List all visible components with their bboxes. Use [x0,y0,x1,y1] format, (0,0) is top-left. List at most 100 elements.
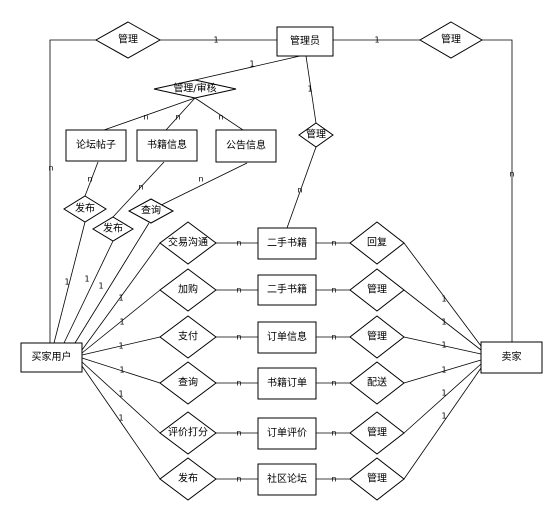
relationship-book-publish-label: 发布 [103,222,123,235]
relationship-seller-manage-book: 管理 [349,268,405,312]
relationship-post-publish-label: 发布 [75,202,95,215]
cardinality-one: 1 [441,341,446,350]
cardinality-labels: 1 1 1 1 n n n n n n n n n 1 1 1 1 1 1 1 … [48,36,514,484]
entity-seller-label: 卖家 [502,350,522,363]
cardinality-one: 1 [249,60,254,69]
entity-used-book-2-label: 二手书籍 [267,283,307,296]
relationship-seller-manage-review-label: 管理 [367,426,387,439]
relationship-buyer-rate: 评价打分 [159,411,217,455]
relationship-admin-buyer-manage: 管理 [94,21,162,59]
relationship-notice-query: 查询 [127,198,175,224]
entity-order-info-label: 订单信息 [267,330,307,343]
cardinality-many: n [138,183,143,192]
cardinality-many: n [236,475,241,484]
cardinality-many: n [297,186,302,195]
relationship-buyer-query-label: 查询 [178,376,198,389]
cardinality-many: n [236,379,241,388]
relationship-seller-manage-review: 管理 [349,411,405,455]
cardinality-many: n [331,429,336,438]
relationship-admin-review-label: 管理/审核 [173,82,216,95]
entity-order-info: 订单信息 [257,321,317,354]
relationship-buyer-cart: 加购 [159,268,217,312]
cardinality-many: n [175,113,180,122]
cardinality-one: 1 [98,282,103,291]
cardinality-one: 1 [119,366,124,375]
cardinality-one: 1 [118,414,123,423]
cardinality-one: 1 [118,390,123,399]
relationship-buyer-chat: 交易沟通 [159,221,217,265]
relationship-buyer-forum-post: 发布 [159,457,217,501]
entity-notice-info-label: 公告信息 [226,139,266,152]
cardinality-many: n [236,429,241,438]
cardinality-many: n [87,175,92,184]
relationship-seller-reply: 回复 [349,221,405,265]
entity-forum-post: 论坛帖子 [65,129,127,162]
cardinality-many: n [48,164,53,173]
cardinality-one: 1 [441,412,446,421]
cardinality-one: 1 [118,342,123,351]
relationship-notice-query-label: 查询 [141,204,161,217]
entity-seller: 卖家 [480,341,543,374]
cardinality-one: 1 [64,278,69,287]
relationship-buyer-query: 查询 [159,361,217,405]
cardinality-many: n [218,113,223,122]
cardinality-many: n [331,286,336,295]
entity-book-info: 书籍信息 [136,129,198,162]
entity-used-book-1-label: 二手书籍 [267,236,307,249]
entity-book-order: 书籍订单 [257,367,317,400]
relationship-admin-book-manage-label: 管理 [306,128,326,141]
relationship-admin-seller-manage-label: 管理 [441,33,461,46]
relationship-seller-ship: 配送 [349,361,405,405]
cardinality-one: 1 [441,295,446,304]
relationship-buyer-cart-label: 加购 [178,283,198,296]
entity-community-forum-label: 社区论坛 [267,472,307,485]
entity-order-review-label: 订单评价 [267,427,307,439]
cardinality-one: 1 [118,294,123,303]
relationship-seller-ship-label: 配送 [367,376,387,389]
cardinality-one: 1 [441,389,446,398]
cardinality-many: n [331,379,336,388]
relationship-seller-manage-order-label: 管理 [367,330,387,343]
relationship-buyer-pay: 支付 [159,315,217,359]
relationship-seller-manage-book-label: 管理 [367,283,387,296]
entity-used-book-1: 二手书籍 [257,227,317,260]
cardinality-many: n [198,175,203,184]
relationship-buyer-pay-label: 支付 [178,330,198,343]
cardinality-many: n [236,333,241,342]
relationship-seller-manage-forum: 管理 [349,457,405,501]
cardinality-many: n [509,170,514,179]
relationship-seller-manage-forum-label: 管理 [367,472,387,485]
entity-buyer-label: 买家用户 [32,350,72,363]
cardinality-many: n [236,239,241,248]
entity-forum-post-label: 论坛帖子 [76,138,116,151]
cardinality-many: n [331,239,336,248]
entity-admin: 管理员 [276,26,334,57]
cardinality-one: 1 [84,275,89,284]
entity-order-review: 订单评价 [257,417,317,450]
relationship-admin-review: 管理/审核 [153,79,237,99]
relationship-admin-book-manage: 管理 [298,122,334,148]
relationship-book-publish: 发布 [92,216,134,242]
cardinality-one: 1 [441,318,446,327]
cardinality-many: n [331,333,336,342]
entity-buyer: 买家用户 [20,342,83,373]
cardinality-one: 1 [441,366,446,375]
relationship-post-publish: 发布 [63,195,107,223]
relationship-seller-reply-label: 回复 [367,236,387,249]
entity-book-info-label: 书籍信息 [147,138,187,151]
relationship-admin-buyer-manage-label: 管理 [118,33,138,46]
relationship-buyer-rate-label: 评价打分 [168,426,208,439]
entity-admin-label: 管理员 [290,34,320,47]
relationship-buyer-chat-label: 交易沟通 [168,236,208,249]
entity-book-order-label: 书籍订单 [267,376,307,389]
cardinality-many: n [143,113,148,122]
relationship-admin-seller-manage: 管理 [419,21,483,59]
relationship-seller-manage-order: 管理 [349,315,405,359]
entity-used-book-2: 二手书籍 [257,274,317,306]
cardinality-one: 1 [374,36,379,45]
cardinality-many: n [331,475,336,484]
entity-notice-info: 公告信息 [215,129,277,163]
cardinality-one: 1 [213,36,218,45]
entity-community-forum: 社区论坛 [257,463,317,496]
